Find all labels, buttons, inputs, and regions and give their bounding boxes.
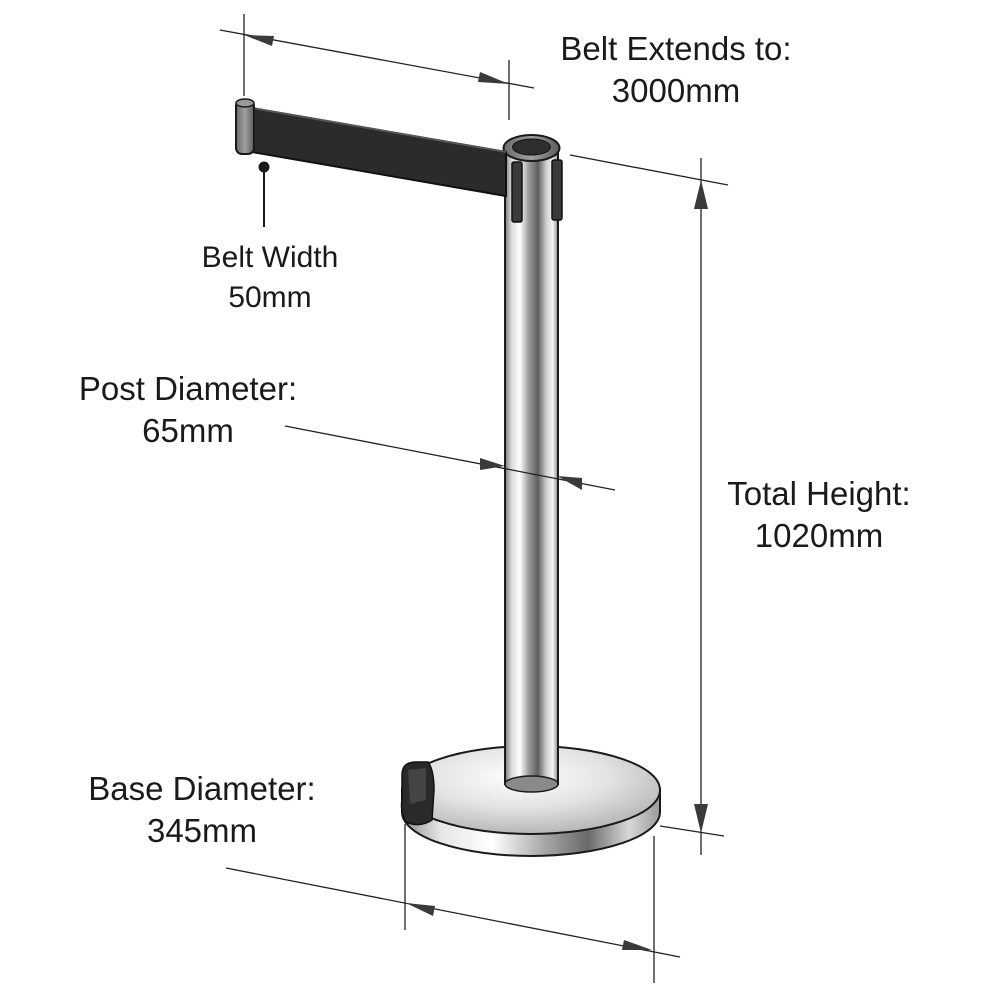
belt-extends-dimension bbox=[219, 14, 535, 120]
belt-width-title: Belt Width bbox=[201, 241, 339, 274]
arrow-head bbox=[406, 903, 435, 916]
belt-extends-value: 3000mm bbox=[611, 72, 741, 109]
total-height-dimension bbox=[569, 154, 729, 855]
arrow-head bbox=[244, 35, 274, 46]
base-diameter-dimension bbox=[225, 824, 681, 983]
post-diameter-title: Post Diameter: bbox=[78, 370, 298, 407]
arrow-head bbox=[478, 72, 509, 84]
belt-strap bbox=[251, 106, 507, 198]
arrow-head bbox=[557, 476, 582, 490]
arrow-head bbox=[694, 180, 708, 209]
base-diameter-value: 345mm bbox=[146, 812, 258, 849]
post-diameter-value: 65mm bbox=[142, 412, 234, 449]
belt-width-pointer bbox=[258, 161, 270, 227]
belt-clip-right bbox=[551, 159, 563, 221]
belt-extends-label: Belt Extends to: 3000mm bbox=[536, 28, 816, 112]
belt-clip-left bbox=[511, 161, 523, 223]
post-body bbox=[504, 147, 559, 785]
post-diameter-dimension bbox=[284, 425, 616, 491]
belt-width-label: Belt Width 50mm bbox=[180, 238, 360, 318]
post bbox=[502, 134, 563, 793]
belt-width-value: 50mm bbox=[228, 281, 312, 314]
total-height-value: 1020mm bbox=[754, 517, 884, 554]
base-diameter-label: Base Diameter: 345mm bbox=[62, 768, 342, 852]
arrow-head bbox=[622, 940, 652, 950]
total-height-label: Total Height: 1020mm bbox=[704, 473, 934, 557]
belt bbox=[235, 98, 507, 198]
total-height-title: Total Height: bbox=[727, 475, 911, 512]
base-diameter-title: Base Diameter: bbox=[88, 770, 316, 807]
post-diameter-label: Post Diameter: 65mm bbox=[52, 368, 324, 452]
belt-extends-title: Belt Extends to: bbox=[560, 30, 792, 67]
arrow-head bbox=[694, 804, 708, 833]
arrow-head bbox=[480, 458, 505, 470]
belt-end-clip bbox=[235, 99, 255, 155]
